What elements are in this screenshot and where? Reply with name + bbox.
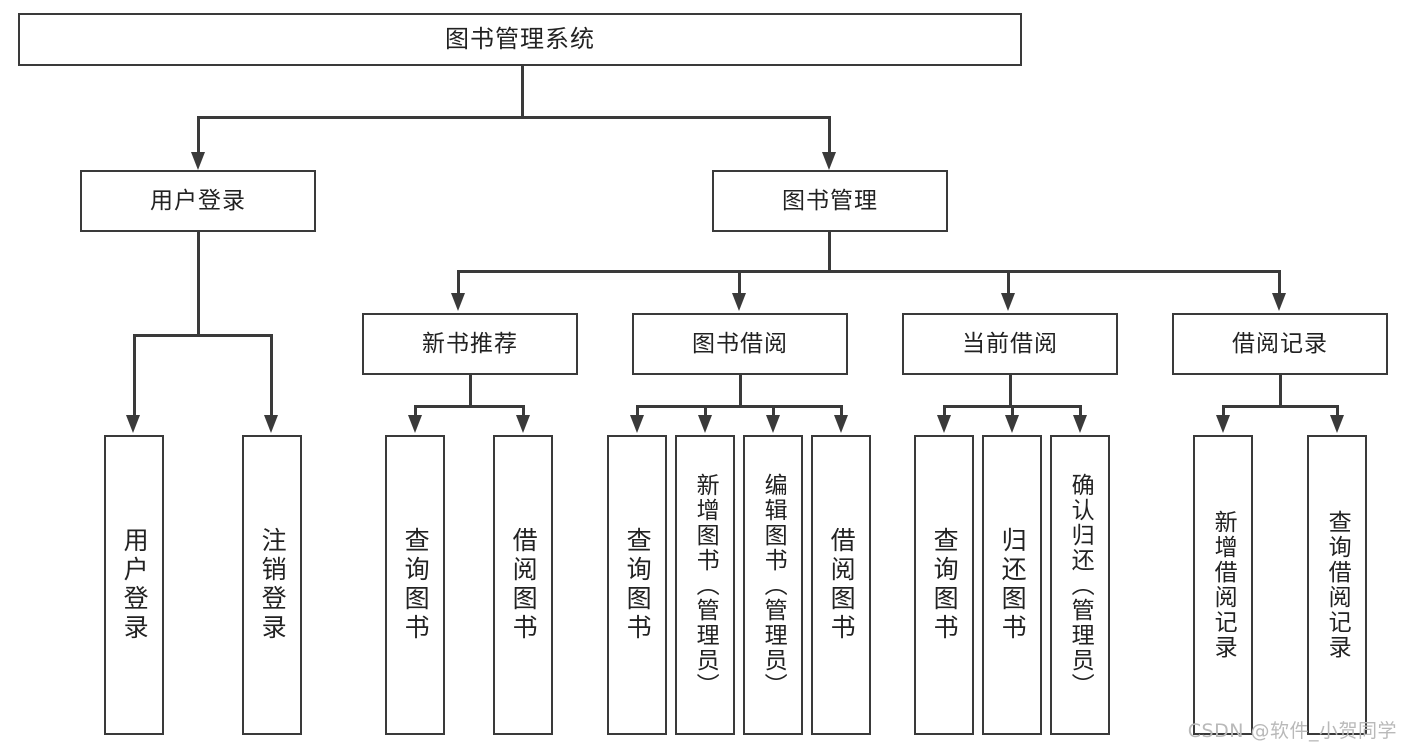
arrow-user-login-to-leaf-2 xyxy=(264,415,278,433)
node-label: 新增借阅记录 xyxy=(1210,510,1237,660)
connector-nbr-to-leaf-2 xyxy=(522,405,525,417)
arrow-bb-to-leaf-4 xyxy=(834,415,848,433)
node-label: 注销登录 xyxy=(258,527,288,643)
leaf-bb-add-book-admin[interactable]: 新增图书（管理员） xyxy=(675,435,735,735)
arrow-user-login-to-leaf-1 xyxy=(126,415,140,433)
arrow-bm-to-borrow-record xyxy=(1272,293,1286,311)
csdn-watermark: CSDN @软件_小贺同学 xyxy=(1187,720,1397,742)
arrow-root-to-book-management xyxy=(822,152,836,170)
connector-bm-to-current-borrow xyxy=(1007,270,1010,296)
connector-bb-to-leaf-1 xyxy=(636,405,639,417)
arrow-bb-to-leaf-2 xyxy=(698,415,712,433)
leaf-nbr-query-book[interactable]: 查询图书 xyxy=(385,435,445,735)
arrow-nbr-to-leaf-1 xyxy=(408,415,422,433)
arrow-bm-to-new-book xyxy=(451,293,465,311)
node-label: 借阅图书 xyxy=(509,527,539,643)
arrow-cb-to-leaf-3 xyxy=(1073,415,1087,433)
connector-user-login-bus xyxy=(133,334,272,337)
connector-nbr-to-leaf-1 xyxy=(414,405,417,417)
node-label: 借阅图书 xyxy=(827,527,857,643)
node-label: 图书管理系统 xyxy=(445,24,595,53)
leaf-br-add-record[interactable]: 新增借阅记录 xyxy=(1193,435,1253,735)
arrow-bm-to-current-borrow xyxy=(1001,293,1015,311)
connector-root-to-book-management xyxy=(828,116,831,156)
node-label: 归还图书 xyxy=(998,527,1028,643)
connector-bm-to-borrow-record xyxy=(1278,270,1281,296)
arrow-cb-to-leaf-1 xyxy=(937,415,951,433)
node-label: 当前借阅 xyxy=(962,330,1058,357)
node-label: 图书借阅 xyxy=(692,330,788,357)
node-user-login[interactable]: 用户登录 xyxy=(80,170,316,232)
connector-user-login-to-leaf-1 xyxy=(133,334,136,417)
node-label: 用户登录 xyxy=(120,527,150,643)
connector-nbr-stem xyxy=(469,375,472,407)
leaf-bb-query-book[interactable]: 查询图书 xyxy=(607,435,667,735)
connector-br-stem xyxy=(1279,375,1282,407)
connector-root-stem xyxy=(521,66,524,118)
connector-root-bus xyxy=(197,116,830,119)
connector-br-to-leaf-1 xyxy=(1222,405,1225,417)
arrow-bb-to-leaf-1 xyxy=(630,415,644,433)
connector-user-login-to-leaf-2 xyxy=(270,334,273,417)
connector-bm-to-new-book xyxy=(457,270,460,296)
node-label: 查询借阅记录 xyxy=(1324,510,1351,660)
arrow-br-to-leaf-2 xyxy=(1330,415,1344,433)
connector-bm-to-book-borrow xyxy=(738,270,741,296)
connector-bb-bus xyxy=(636,405,842,408)
node-label: 新书推荐 xyxy=(422,330,518,357)
leaf-br-query-record[interactable]: 查询借阅记录 xyxy=(1307,435,1367,735)
leaf-user-login-logout[interactable]: 注销登录 xyxy=(242,435,302,735)
arrow-bb-to-leaf-3 xyxy=(766,415,780,433)
node-label: 借阅记录 xyxy=(1232,330,1328,357)
node-label: 编辑图书（管理员） xyxy=(760,472,787,698)
node-label: 新增图书（管理员） xyxy=(692,472,719,698)
connector-bb-to-leaf-2 xyxy=(704,405,707,417)
connector-cb-to-leaf-1 xyxy=(943,405,946,417)
node-new-book-recommend[interactable]: 新书推荐 xyxy=(362,313,578,375)
connector-cb-to-leaf-3 xyxy=(1079,405,1082,417)
leaf-cb-confirm-return-admin[interactable]: 确认归还（管理员） xyxy=(1050,435,1110,735)
node-borrow-record[interactable]: 借阅记录 xyxy=(1172,313,1388,375)
node-label: 图书管理 xyxy=(782,187,878,214)
connector-book-management-bus xyxy=(457,270,1279,273)
arrow-cb-to-leaf-2 xyxy=(1005,415,1019,433)
connector-cb-to-leaf-2 xyxy=(1011,405,1014,417)
arrow-nbr-to-leaf-2 xyxy=(516,415,530,433)
connector-user-login-stem xyxy=(197,232,200,336)
arrow-bm-to-book-borrow xyxy=(732,293,746,311)
leaf-bb-borrow-book[interactable]: 借阅图书 xyxy=(811,435,871,735)
node-current-borrow[interactable]: 当前借阅 xyxy=(902,313,1118,375)
connector-bb-stem xyxy=(739,375,742,407)
connector-book-management-stem xyxy=(828,232,831,272)
arrow-root-to-user-login xyxy=(191,152,205,170)
node-label: 用户登录 xyxy=(150,187,246,214)
leaf-cb-return-book[interactable]: 归还图书 xyxy=(982,435,1042,735)
node-root-book-management-system[interactable]: 图书管理系统 xyxy=(18,13,1022,66)
connector-bb-to-leaf-4 xyxy=(840,405,843,417)
connector-br-bus xyxy=(1222,405,1338,408)
node-book-borrow[interactable]: 图书借阅 xyxy=(632,313,848,375)
connector-br-to-leaf-2 xyxy=(1336,405,1339,417)
arrow-br-to-leaf-1 xyxy=(1216,415,1230,433)
node-label: 查询图书 xyxy=(401,527,431,643)
connector-root-to-user-login xyxy=(197,116,200,156)
node-label: 确认归还（管理员） xyxy=(1067,472,1094,698)
leaf-cb-query-book[interactable]: 查询图书 xyxy=(914,435,974,735)
node-label: 查询图书 xyxy=(930,527,960,643)
leaf-nbr-borrow-book[interactable]: 借阅图书 xyxy=(493,435,553,735)
connector-nbr-bus xyxy=(414,405,524,408)
node-label: 查询图书 xyxy=(623,527,653,643)
connector-cb-stem xyxy=(1009,375,1012,407)
connector-bb-to-leaf-3 xyxy=(772,405,775,417)
leaf-user-login-login[interactable]: 用户登录 xyxy=(104,435,164,735)
leaf-bb-edit-book-admin[interactable]: 编辑图书（管理员） xyxy=(743,435,803,735)
node-book-management[interactable]: 图书管理 xyxy=(712,170,948,232)
